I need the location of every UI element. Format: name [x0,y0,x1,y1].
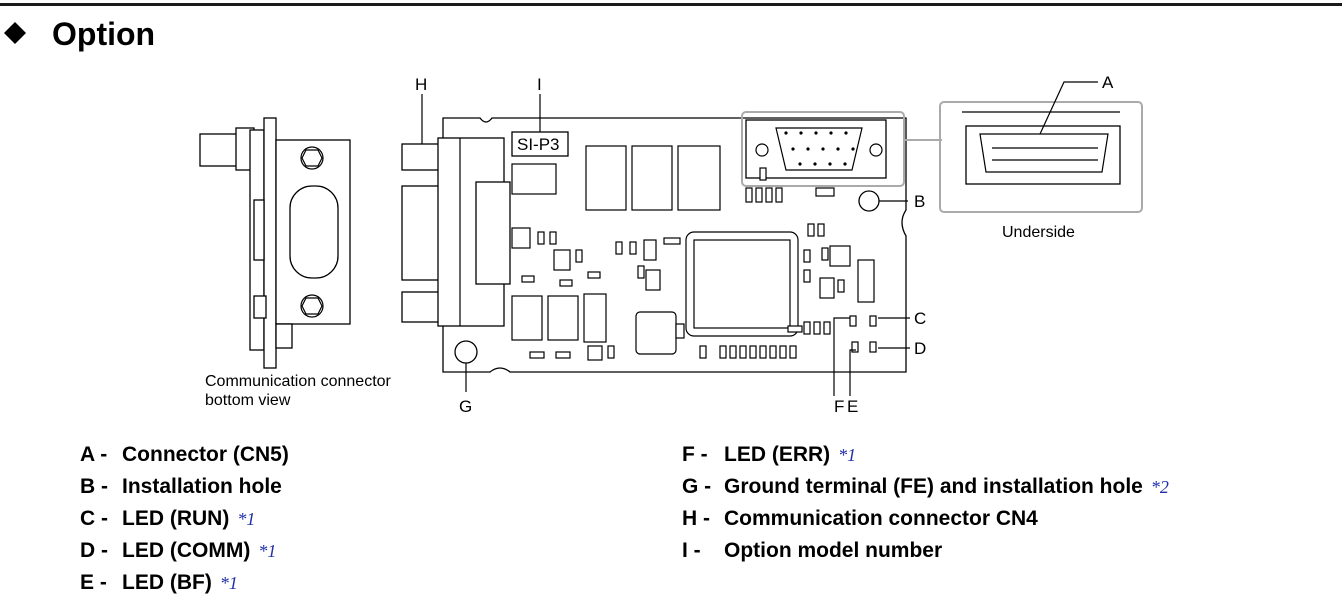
page-title: Option [52,16,156,52]
underside-caption: Underside [1002,224,1075,241]
legend-item-d: D -LED (COMM)*1 [80,535,297,567]
ground-terminal-hole [454,340,478,364]
callout-g: G [459,397,472,416]
callout-a: A [1102,73,1114,92]
legend-item-i: I -Option model number [682,539,943,562]
top-rule [0,3,1342,6]
legend-right: F -LED (ERR)*1 G -Ground terminal (FE) a… [682,439,1169,567]
option-board: SI-P3 [401,117,907,373]
connector-caption-line2: bottom view [205,392,291,409]
callout-h: H [415,75,427,94]
callout-f: F [834,397,844,416]
callout-b: B [914,192,925,211]
option-board-diagram: Communication connector bottom view SI-P… [199,73,1143,416]
legend-left: A -Connector (CN5) B -Installation hole … [80,439,297,599]
callout-d: D [914,339,926,358]
footnote-link[interactable]: *1 [258,541,277,561]
callout-e: E [847,397,858,416]
legend-item-g: G -Ground terminal (FE) and installation… [682,471,1169,503]
legend-item-c: C -LED (RUN)*1 [80,503,297,535]
underside-inset [939,101,1143,213]
footnote-link[interactable]: *1 [838,445,857,465]
legend-item-b: B -Installation hole [80,475,282,498]
footnote-link[interactable]: *2 [1150,477,1169,497]
diamond-bullet-icon [4,22,26,44]
model-number-label: SI-P3 [517,135,560,154]
installation-hole [858,190,880,212]
footnote-link[interactable]: *1 [219,573,238,593]
legend-item-h: H -Communication connector CN4 [682,507,1038,530]
legend-item-a: A -Connector (CN5) [80,443,289,466]
legend-item-f: F -LED (ERR)*1 [682,439,1169,471]
footnote-link[interactable]: *1 [237,509,256,529]
connector-caption-line1: Communication connector [205,373,392,390]
connector-bottom-view [199,117,351,369]
legend-item-e: E -LED (BF)*1 [80,567,297,599]
callout-c: C [914,309,926,328]
callout-i: I [537,75,542,94]
